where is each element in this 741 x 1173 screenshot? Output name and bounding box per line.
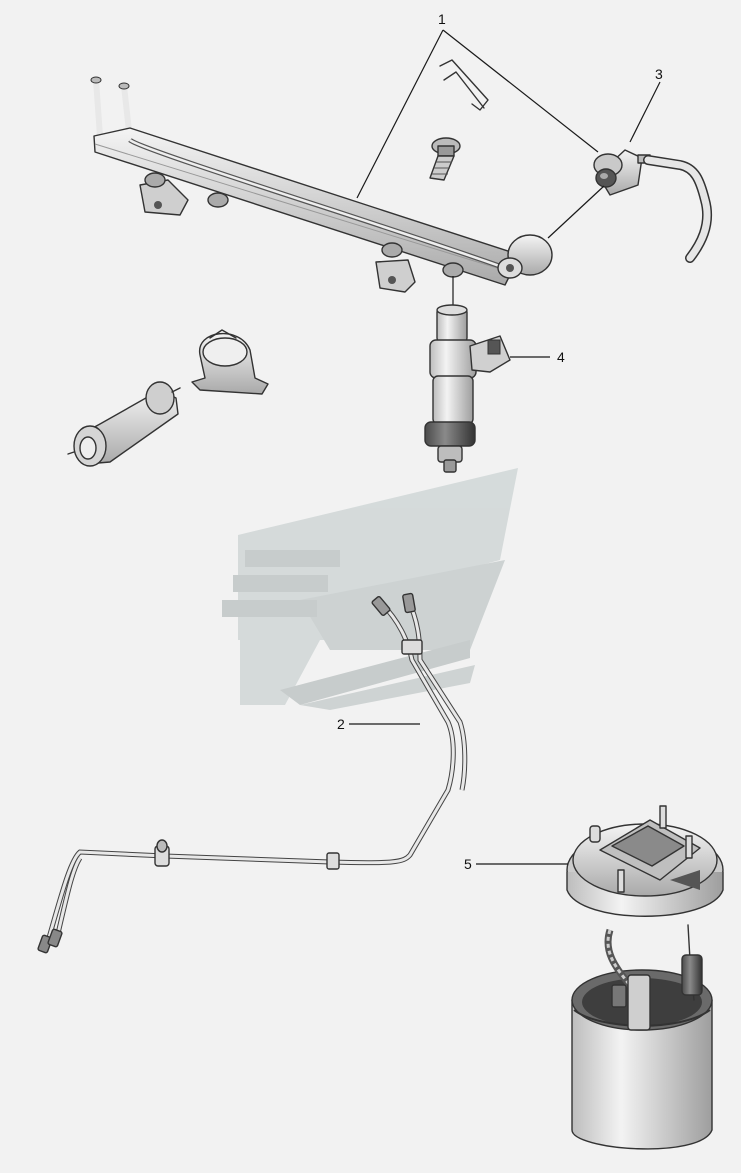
callout-4: 4 — [557, 349, 565, 365]
fuel-injector — [424, 276, 511, 473]
fuel-lines — [37, 592, 468, 954]
logo-watermark-icon — [222, 468, 518, 710]
pressure-regulator — [547, 149, 713, 263]
callout-5: 5 — [464, 856, 472, 872]
leader-lines — [349, 29, 661, 865]
callout-2: 2 — [337, 716, 345, 732]
filter-clamp — [191, 329, 269, 395]
bolt — [429, 137, 461, 181]
fuel-rail — [90, 76, 553, 293]
fuel-filter — [67, 381, 181, 467]
callout-1: 1 — [438, 11, 446, 27]
callout-3: 3 — [655, 66, 663, 82]
fuel-pump-module — [566, 805, 724, 1150]
retaining-clip — [439, 59, 489, 111]
